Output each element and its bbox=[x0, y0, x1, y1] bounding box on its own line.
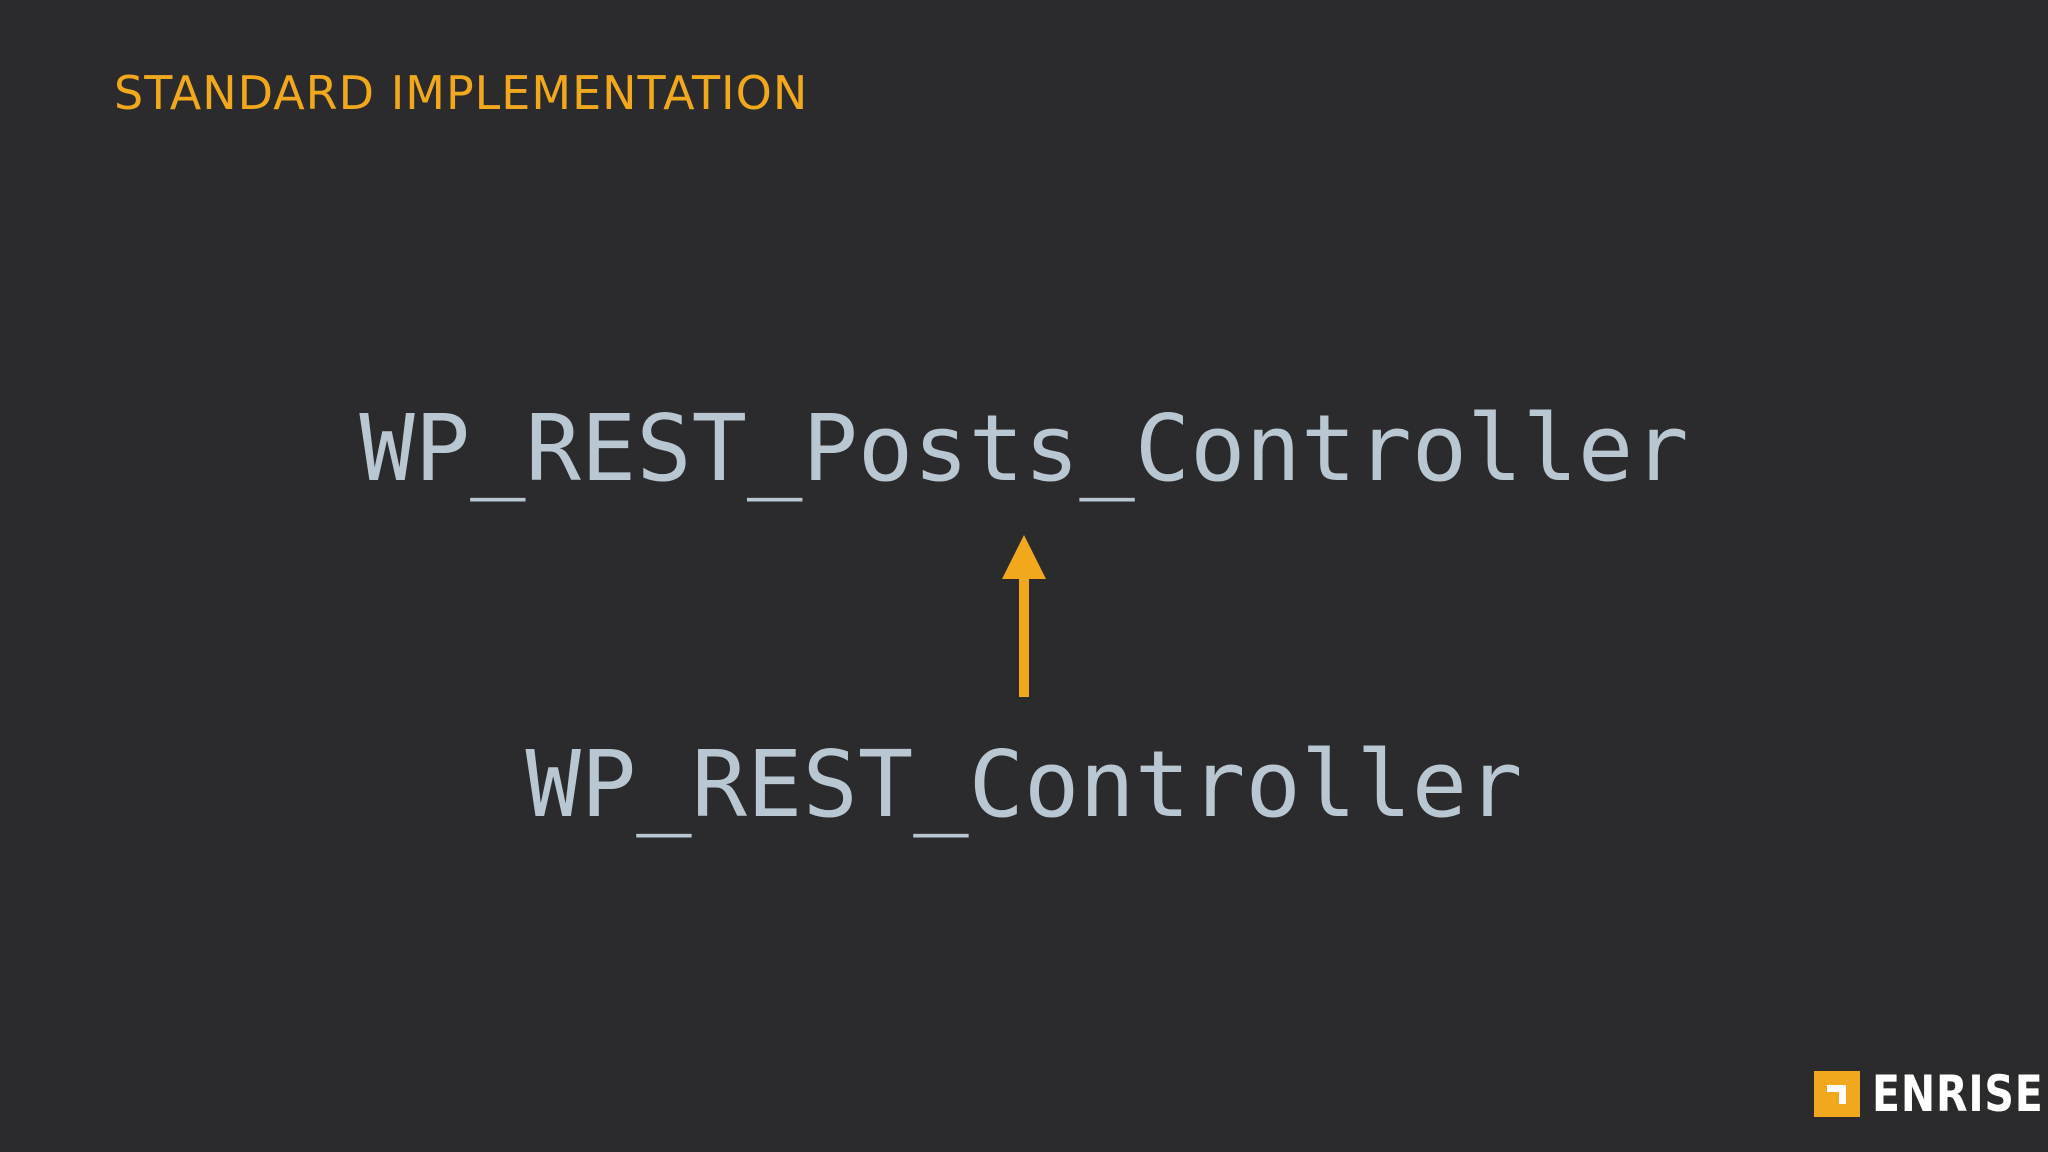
enrise-logo-icon bbox=[1814, 1071, 1860, 1117]
inheritance-arrow-icon bbox=[1002, 535, 1046, 697]
brand-logo: ENRISE bbox=[1814, 1065, 2043, 1123]
brand-name: ENRISE bbox=[1872, 1065, 2044, 1123]
slide-title: STANDARD IMPLEMENTATION bbox=[114, 66, 809, 120]
parent-class-label: WP_REST_Posts_Controller bbox=[359, 395, 1689, 502]
child-class-label: WP_REST_Controller bbox=[525, 731, 1523, 838]
